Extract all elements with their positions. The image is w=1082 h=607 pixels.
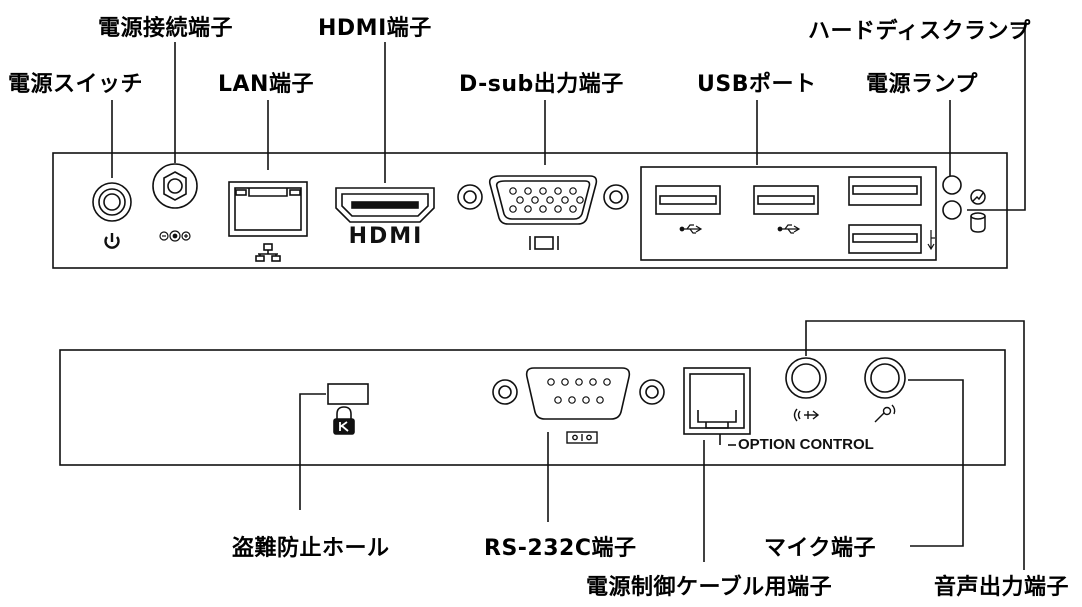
bottom-panel — [59, 349, 1006, 466]
audio-out-jack — [785, 357, 827, 399]
lan-port — [228, 181, 308, 237]
usb-port-3 — [848, 176, 922, 206]
power-lamp — [942, 175, 962, 195]
label-mic: マイク端子 — [764, 536, 877, 561]
label-audio-out: 音声出力端子 — [934, 575, 1070, 600]
label-hdmi: HDMI端子 — [318, 16, 432, 41]
top-panel — [52, 152, 1008, 269]
usb-port-2 — [753, 185, 819, 215]
power-control-port — [683, 367, 751, 435]
hdmi-port — [335, 187, 435, 223]
display-icon — [529, 236, 559, 250]
label-rs232c: RS-232C端子 — [484, 536, 637, 561]
kensington-icon — [333, 406, 355, 435]
label-usb: USBポート — [697, 72, 817, 97]
microphone-icon — [874, 404, 896, 423]
disk-icon — [970, 212, 986, 233]
label-power-switch: 電源スイッチ — [8, 72, 144, 97]
label-power-connector: 電源接続端子 — [98, 16, 234, 41]
power-switch-port — [92, 182, 132, 222]
power-lamp-icon — [970, 189, 986, 205]
label-dsub: D-sub出力端子 — [459, 72, 624, 97]
rs232c-port — [492, 367, 665, 420]
headphone-icon — [793, 408, 820, 422]
hdd-lamp — [942, 200, 962, 220]
option-control-label: OPTION CONTROL — [738, 436, 874, 453]
label-security-hole: 盗難防止ホール — [232, 536, 390, 561]
usb-port-1 — [655, 185, 721, 215]
hdmi-logo: HDMI — [348, 224, 424, 249]
dsub-port — [457, 175, 629, 225]
serial-icon — [566, 431, 598, 444]
usb-group-frame — [640, 166, 937, 261]
label-power-lamp: 電源ランプ — [866, 72, 978, 97]
power-connector-port — [152, 163, 198, 209]
power-icon — [104, 233, 120, 249]
usb-port-4 — [848, 224, 922, 254]
dc-polarity-icon — [159, 230, 191, 242]
network-icon — [255, 243, 281, 262]
label-lan: LAN端子 — [218, 72, 314, 97]
mic-jack — [864, 357, 906, 399]
security-slot — [327, 383, 369, 405]
label-power-control: 電源制御ケーブル用端子 — [586, 575, 833, 600]
usb-icon — [679, 224, 935, 251]
label-hdd-lamp: ハードディスクランプ — [808, 19, 1031, 44]
